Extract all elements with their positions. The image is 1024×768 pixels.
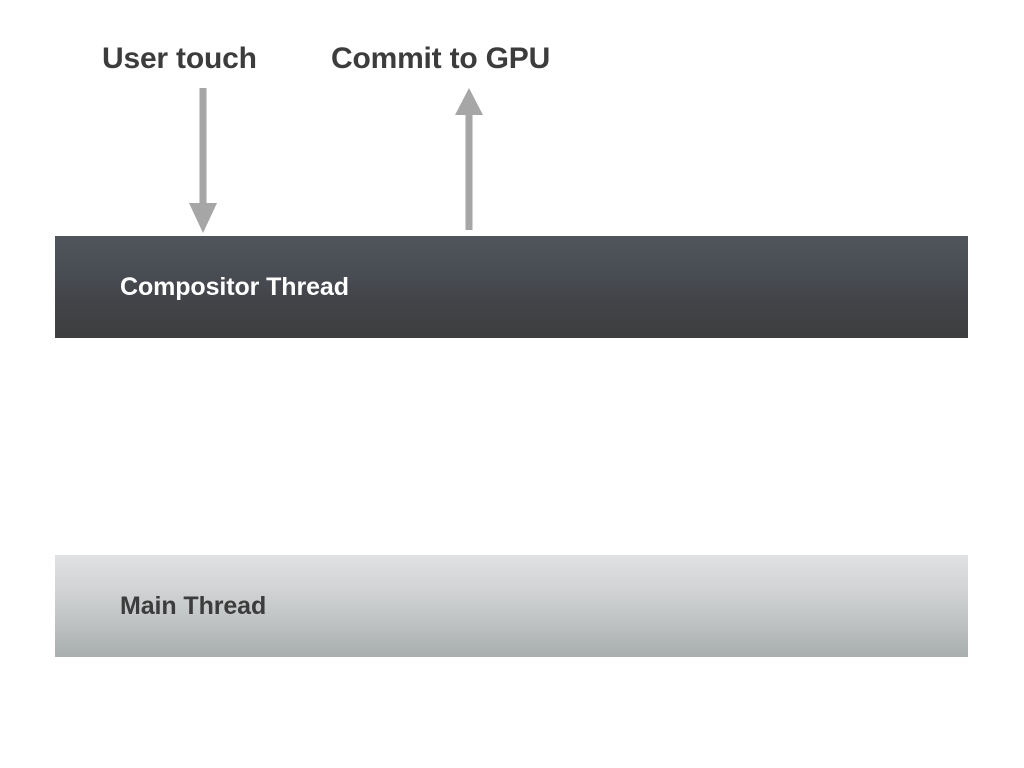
- annotation-label-user-touch: User touch: [102, 42, 257, 75]
- thread-bar-label-compositor-thread: Compositor Thread: [120, 272, 349, 301]
- thread-bar-main-thread: Main Thread: [55, 555, 968, 657]
- annotation-label-commit-to-gpu: Commit to GPU: [331, 42, 551, 75]
- thread-bar-compositor-thread: Compositor Thread: [55, 236, 968, 338]
- arrow-down-icon-user-touch: [189, 88, 217, 233]
- thread-bar-label-main-thread: Main Thread: [120, 591, 267, 620]
- arrow-up-icon-commit-to-gpu: [455, 88, 483, 230]
